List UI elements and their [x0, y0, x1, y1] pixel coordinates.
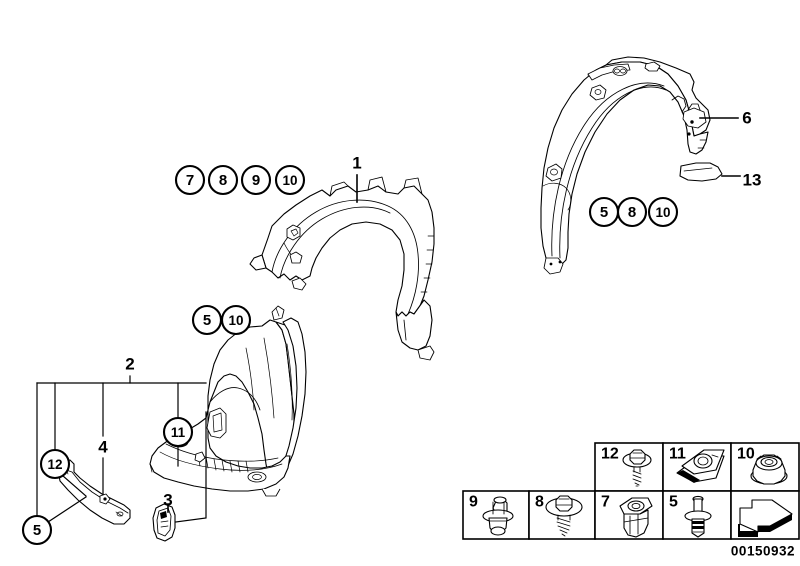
callout-10-part1-fasteners[interactable]: 10: [274, 164, 306, 196]
callout-circle-shape: [647, 196, 679, 228]
item-label-13: 13: [743, 171, 762, 190]
item-labels-layer: 1 6 13 2 4 3: [98, 109, 761, 510]
callout-11-part2-bracket[interactable]: 11: [162, 416, 194, 448]
leader-line-3-to-part: [175, 411, 207, 523]
callout-10-part2-fasteners[interactable]: 10: [220, 304, 252, 336]
part-13-sealing-strip: [679, 162, 741, 182]
push-pin-expanding-rivet-icon: [482, 496, 514, 536]
callout-label: 7: [186, 172, 194, 189]
hex-head-screw-with-washer-icon: [622, 449, 652, 487]
thread-pin-rivet-icon: [684, 495, 712, 538]
callout-circle-shape: [162, 416, 194, 448]
callout-5-part2-fasteners[interactable]: 5: [191, 304, 223, 336]
item-label-2: 2: [125, 355, 134, 374]
part-4-cover-strip: [57, 459, 131, 525]
callout-8-part1-fasteners[interactable]: 8: [207, 164, 239, 196]
hex-head-self-tapping-screw-icon: [545, 495, 583, 537]
legend-number-9: 9: [469, 494, 478, 511]
item-label-3: 3: [163, 491, 172, 510]
callout-circle-shape: [174, 164, 206, 196]
flange-lock-nut-icon: [750, 454, 788, 485]
callout-circles-layer: 7 8 9 10 5 8 10 5 10 11 12 5: [21, 164, 679, 546]
callout-5-part6-fasteners[interactable]: 5: [588, 196, 620, 228]
callout-circle-shape: [21, 514, 53, 546]
callout-circle-shape: [240, 164, 272, 196]
callout-9-part1-fasteners[interactable]: 9: [240, 164, 272, 196]
callout-circle-shape: [616, 196, 648, 228]
part-2-group-bracket: [36, 375, 207, 523]
legend-number-8: 8: [535, 494, 544, 511]
callout-label: 8: [628, 204, 636, 221]
part-2-front-wheel-arch-cover: [149, 305, 307, 497]
item-label-1: 1: [352, 154, 361, 173]
callout-label: 10: [655, 205, 670, 220]
callout-label: 9: [252, 172, 260, 189]
callout-label: 10: [282, 173, 297, 188]
item-label-6: 6: [742, 109, 751, 128]
legend-number-7: 7: [601, 494, 610, 511]
part-6-rear-wheel-arch-cover: [540, 56, 739, 275]
callout-circle-shape: [220, 304, 252, 336]
callout-circle-shape: [207, 164, 239, 196]
legend-number-12: 12: [601, 446, 619, 463]
part-1-rear-wheel-arch-cover: [249, 174, 435, 361]
callout-label: 5: [203, 312, 211, 329]
callout-label: 11: [171, 425, 186, 440]
callout-12-part2-bracket[interactable]: 12: [39, 448, 71, 480]
diagram-part-number: 00150932: [731, 544, 795, 559]
square-nut-clip-plate-icon: [676, 449, 725, 483]
callout-10-part6-fasteners[interactable]: 10: [647, 196, 679, 228]
callout-label: 5: [33, 522, 41, 539]
legend-number-5: 5: [669, 494, 678, 511]
callout-circle-shape: [274, 164, 306, 196]
callout-label: 10: [228, 313, 243, 328]
callout-label: 8: [219, 172, 227, 189]
direction-of-travel-arrow-icon: [738, 499, 793, 537]
callout-circle-shape: [39, 448, 71, 480]
callout-label: 5: [600, 204, 608, 221]
part-3-retaining-clip: [152, 411, 207, 542]
callout-7-part1-fasteners[interactable]: 7: [174, 164, 206, 196]
item-label-4: 4: [98, 438, 108, 457]
callout-label: 12: [47, 457, 62, 472]
fastener-legend-grid: 12 11 10 9 8 7 5: [462, 442, 800, 540]
callout-5-part2-bracket[interactable]: 5: [21, 514, 53, 546]
legend-number-10: 10: [737, 446, 755, 463]
legend-number-11: 11: [669, 446, 686, 463]
square-expansion-grommet-icon: [619, 497, 653, 538]
callout-8-part6-fasteners[interactable]: 8: [616, 196, 648, 228]
